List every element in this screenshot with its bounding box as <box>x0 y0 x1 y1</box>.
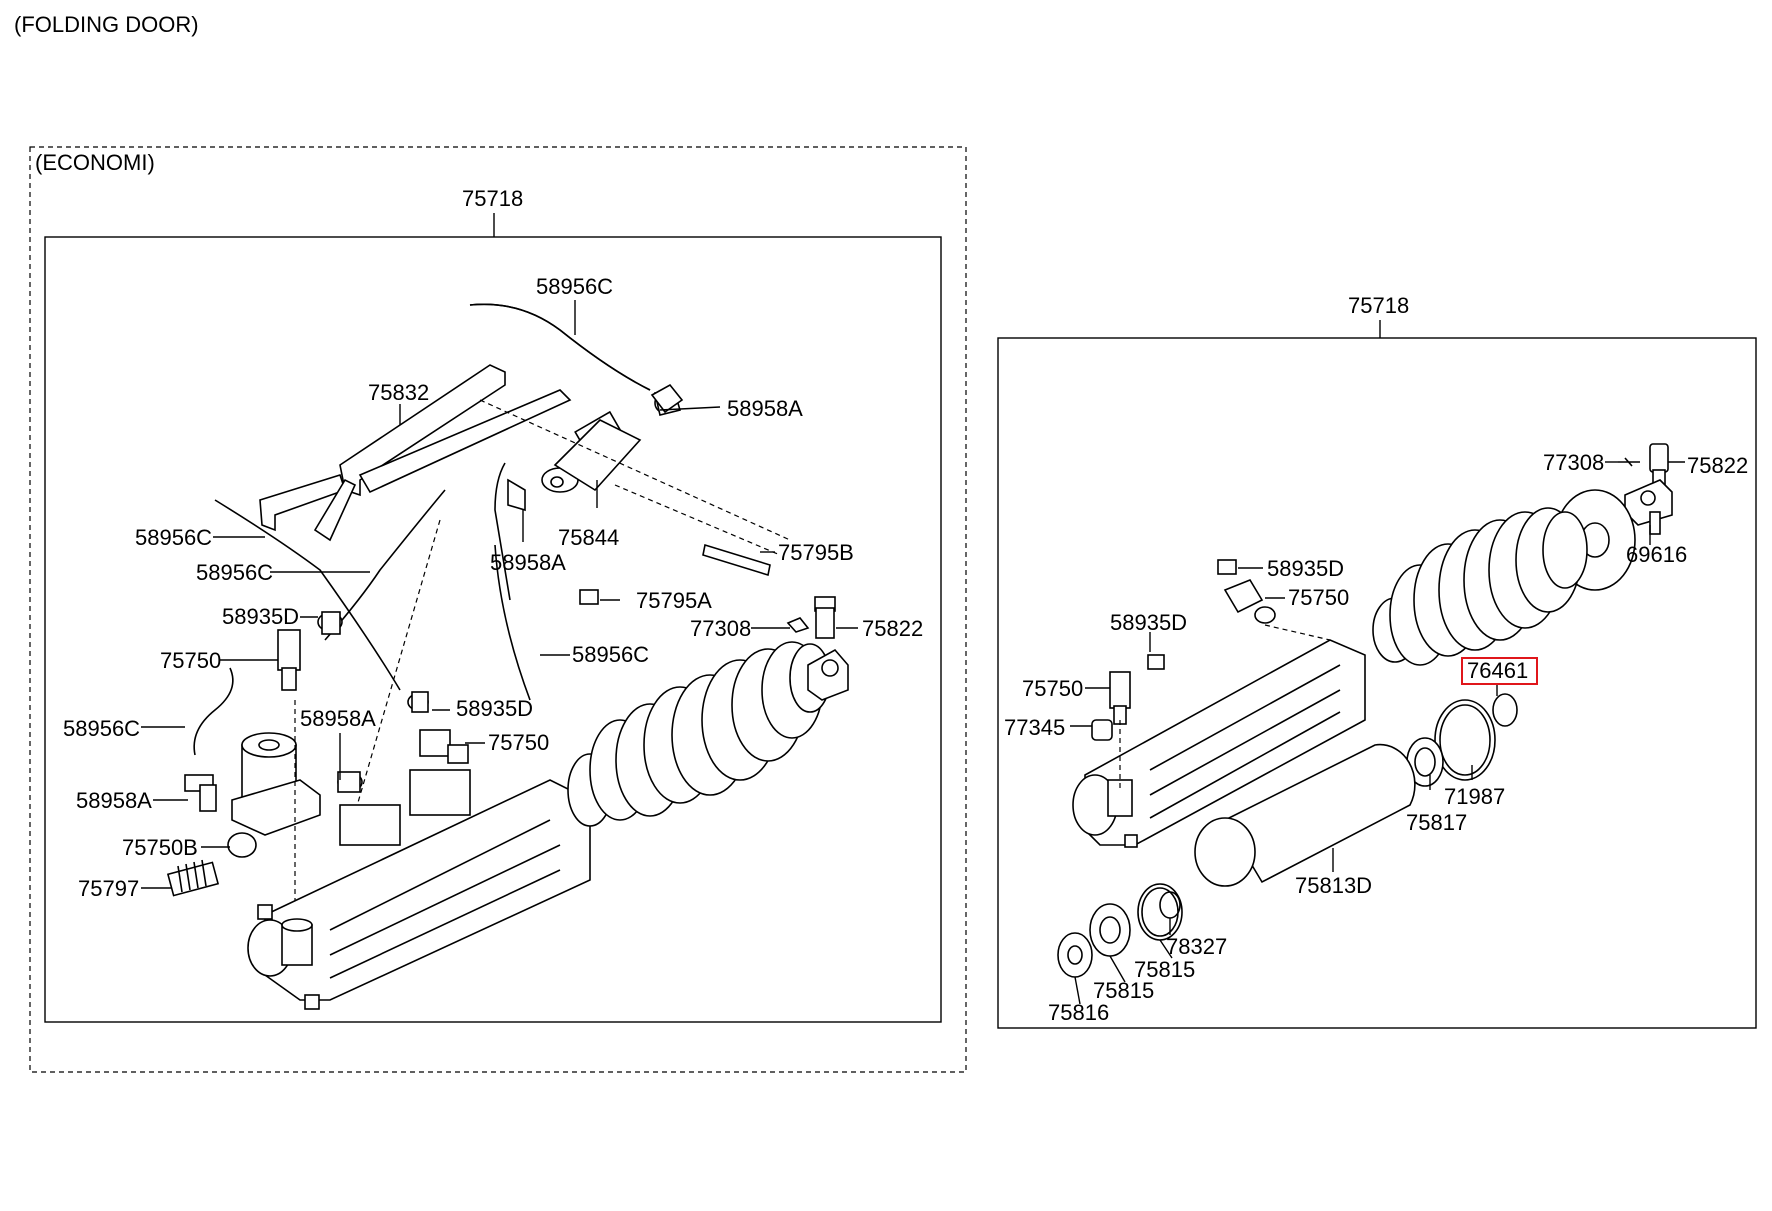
callout-78327: 78327 <box>1166 934 1227 959</box>
callout-77308-right: 77308 <box>1543 450 1604 475</box>
right-drawing <box>1057 443 1673 978</box>
callout-75816: 75816 <box>1048 1000 1109 1025</box>
economi-dashed-frame <box>29 146 967 1073</box>
callout-75750-mid: 75750 <box>488 730 549 755</box>
right-leaders <box>1070 461 1685 1005</box>
callout-75817: 75817 <box>1406 810 1467 835</box>
callout-75750B: 75750B <box>122 835 198 860</box>
callout-58956C-left2: 58956C <box>196 560 273 585</box>
callout-75750-left: 75750 <box>160 648 221 673</box>
callout-58956C-top: 58956C <box>536 274 613 299</box>
callout-75815-b: 75815 <box>1093 978 1154 1003</box>
left-assembly-frame <box>44 236 942 1023</box>
left-callouts: 58956C 58958A 75832 75844 58956C 58956C … <box>63 274 923 901</box>
callout-58935D-right: 58935D <box>1110 610 1187 635</box>
callout-58958A-low: 58958A <box>300 706 376 731</box>
callout-75844: 75844 <box>558 525 619 550</box>
left-drawing <box>166 303 849 1010</box>
callout-75815-a: 75815 <box>1134 957 1195 982</box>
right-assembly-number: 75718 <box>1348 293 1409 318</box>
callout-75750-right: 75750 <box>1022 676 1083 701</box>
callout-77345: 77345 <box>1004 715 1065 740</box>
left-leaders <box>141 300 858 889</box>
callout-58958A-top: 58958A <box>727 396 803 421</box>
callout-58935D-left: 58935D <box>222 604 299 629</box>
callout-75795A: 75795A <box>636 588 712 613</box>
callout-58935D-mid: 58935D <box>456 696 533 721</box>
callout-58956C-lower: 58956C <box>572 642 649 667</box>
callout-75797: 75797 <box>78 876 139 901</box>
callout-76461: 76461 <box>1467 658 1528 683</box>
callout-69616: 69616 <box>1626 542 1687 567</box>
callout-58956C-left1: 58956C <box>135 525 212 550</box>
callout-58935D-right-top: 58935D <box>1267 556 1344 581</box>
callout-75750-right-top: 75750 <box>1288 585 1349 610</box>
callout-75822-right: 75822 <box>1687 453 1748 478</box>
callout-58956C-far-left: 58956C <box>63 716 140 741</box>
right-callouts: 77308 75822 69616 58935D 75750 58935D 75… <box>1004 450 1748 1025</box>
diagram-title: (FOLDING DOOR) <box>14 12 199 37</box>
economi-label: (ECONOMI) <box>35 150 155 175</box>
right-assembly-frame <box>997 337 1757 1029</box>
callout-77308-left: 77308 <box>690 616 751 641</box>
left-assembly-number: 75718 <box>462 186 523 211</box>
callout-75822-left: 75822 <box>862 616 923 641</box>
callout-58958A-left: 58958A <box>76 788 152 813</box>
callout-58958A-mid: 58958A <box>490 550 566 575</box>
highlight-box <box>1461 657 1538 685</box>
callout-75795B: 75795B <box>778 540 854 565</box>
callout-75832: 75832 <box>368 380 429 405</box>
callout-75813D: 75813D <box>1295 873 1372 898</box>
callout-71987: 71987 <box>1444 784 1505 809</box>
